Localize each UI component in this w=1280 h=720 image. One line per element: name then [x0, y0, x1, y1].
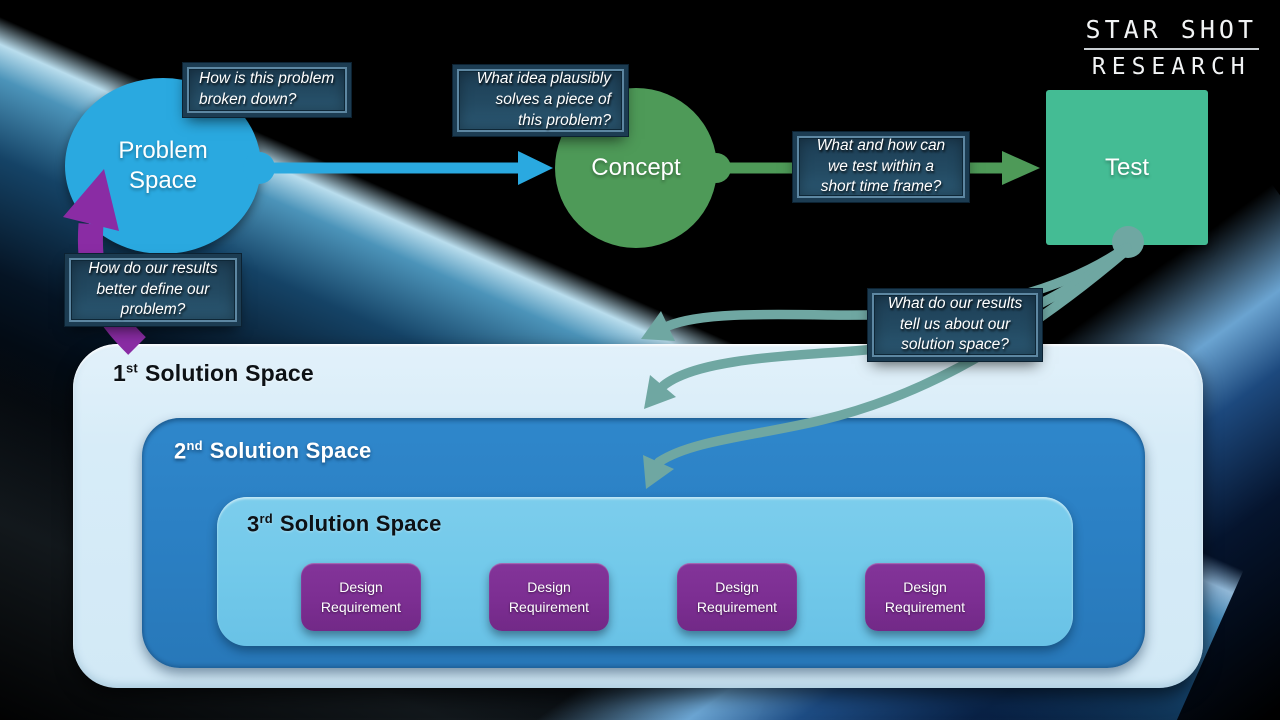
- callout-test-scope: What and how can we test within a short …: [797, 136, 965, 198]
- design-requirement-box-3: Design Requirement: [677, 563, 797, 631]
- test-node: Test: [1046, 90, 1208, 245]
- design-requirement-box-4: Design Requirement: [865, 563, 985, 631]
- callout-results-solution: What do our results tell us about our so…: [872, 293, 1038, 357]
- logo-line-1: STAR SHOT: [1083, 15, 1259, 50]
- callout-problem-breakdown: How is this problem broken down?: [187, 67, 347, 113]
- star-shot-research-logo: STAR SHOT RESEARCH: [1083, 15, 1259, 80]
- design-requirement-box-2: Design Requirement: [489, 563, 609, 631]
- callout-results-problem: How do our results better define our pro…: [69, 258, 237, 322]
- logo-line-2: RESEARCH: [1091, 54, 1251, 80]
- design-requirement-box-1: Design Requirement: [301, 563, 421, 631]
- arrow-problem-to-concept: [243, 151, 553, 185]
- callout-concept-idea: What idea plausibly solves a piece of th…: [457, 69, 624, 132]
